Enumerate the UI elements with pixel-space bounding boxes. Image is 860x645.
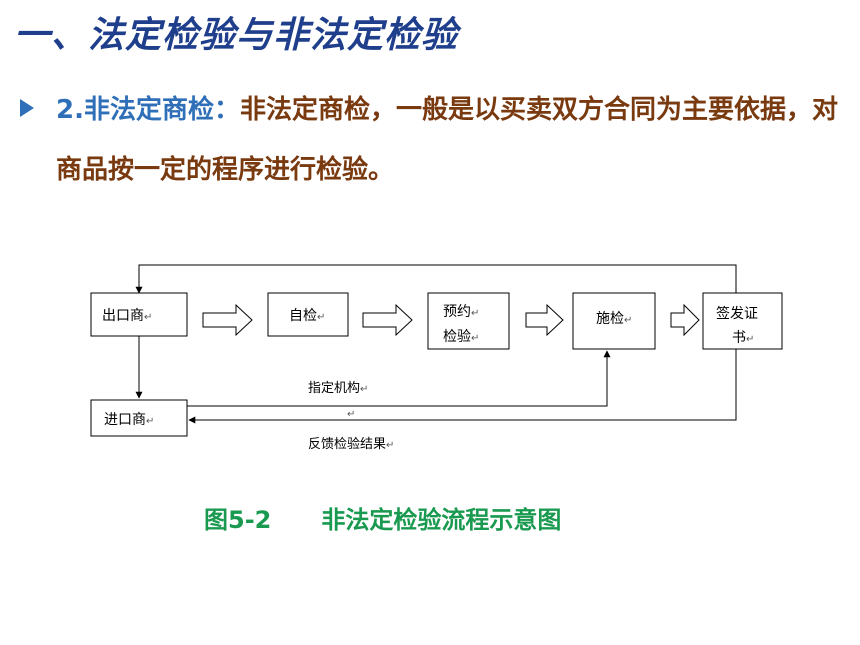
node-importer-label: 进口商↵	[104, 412, 154, 428]
point-paragraph: 2.非法定商检：非法定商检，一般是以买卖双方合同为主要依据，对商品按一定的程序进…	[56, 80, 846, 200]
stray-para-mark: ↵	[347, 409, 355, 420]
node-importer-box	[90, 399, 188, 437]
feedback-label: 反馈检验结果↵	[308, 436, 394, 452]
slide-title: 一、法定检验与非法定检验	[14, 15, 459, 56]
block-arrow-1	[202, 303, 253, 337]
node-certificate-label-1: 签发证	[716, 305, 758, 322]
node-inspection-box	[572, 292, 656, 350]
point-label: 2.非法定商检：	[56, 95, 240, 125]
figure-caption: 图5-2 非法定检验流程示意图	[204, 500, 561, 535]
block-arrow-2	[362, 303, 413, 337]
node-exporter-label: 出口商↵	[102, 308, 152, 324]
bullet-arrow-icon	[20, 99, 34, 117]
feedback-arrow	[188, 349, 737, 424]
figure-number: 图5-2	[204, 506, 272, 534]
node-certificate-box	[702, 292, 783, 350]
loop-line-top	[135, 264, 737, 294]
node-appointment-label-2: 检验↵	[443, 329, 479, 345]
designate-label: 指定机构↵	[308, 381, 368, 396]
node-self-check-label: 自检↵	[289, 308, 325, 324]
block-arrow-3	[525, 303, 564, 337]
node-certificate-label-2: 书↵	[732, 330, 754, 346]
figure-title: 非法定检验流程示意图	[321, 506, 562, 534]
node-appointment-label-1: 预约↵	[443, 304, 479, 320]
designate-arrow	[187, 350, 611, 407]
point-text: 非法定商检，一般是以买卖双方合同为主要依据，对商品按一定的程序进行检验。	[56, 95, 838, 185]
node-self-check-box	[267, 292, 349, 337]
node-appointment-box	[427, 292, 510, 350]
node-inspection-label: 施检↵	[596, 311, 632, 327]
block-arrow-4	[670, 303, 700, 337]
